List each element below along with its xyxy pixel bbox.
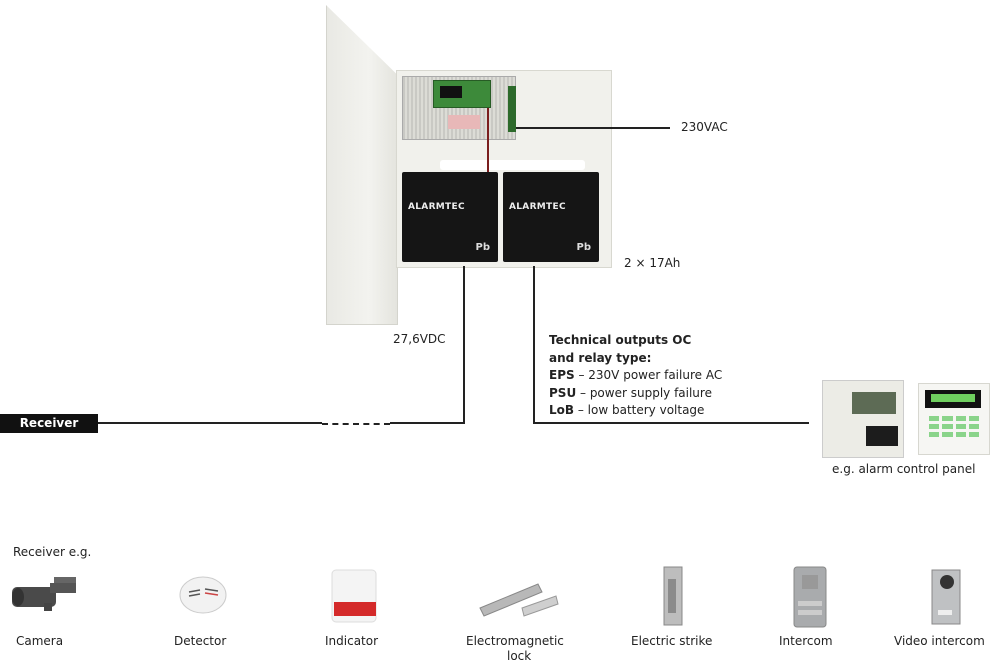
dc-line-dashed — [322, 423, 390, 425]
receiver-box: Receiver — [0, 414, 98, 433]
device-label-electric-strike: Electric strike — [631, 634, 713, 648]
video-intercom-icon — [931, 569, 961, 625]
alarm-panel-label: e.g. alarm control panel — [832, 462, 976, 476]
tech-line-horizontal — [533, 422, 809, 424]
output-eps: EPS – 230V power failure AC — [549, 368, 723, 382]
electromagnetic-lock-icon — [479, 583, 559, 617]
tech-line-vertical — [533, 266, 535, 424]
device-label-camera: Camera — [16, 634, 64, 648]
alarm-panel-battery — [866, 426, 898, 446]
device-label-electromagnetic-lock: Electromagnetic — [466, 634, 564, 648]
battery-1: ALARMTEC Pb — [402, 172, 498, 262]
battery-2: ALARMTEC Pb — [503, 172, 599, 262]
device-label-electromagnetic-lock-2: lock — [507, 649, 532, 663]
battery-capacity-label: 2 × 17Ah — [624, 256, 681, 270]
detector-icon — [179, 576, 227, 614]
ac-input-label: 230VAC — [681, 120, 728, 134]
dc-output-label: 27,6VDC — [393, 332, 446, 346]
keypad — [918, 383, 990, 455]
output-lob: LoB – low battery voltage — [549, 403, 705, 417]
technical-outputs: Technical outputs OC and relay type: EPS… — [549, 332, 722, 420]
terminal-block — [508, 86, 516, 132]
device-label-detector: Detector — [174, 634, 227, 648]
electric-strike-icon — [663, 566, 683, 626]
warning-label — [448, 115, 480, 129]
cable-slot — [440, 160, 585, 170]
enclosure-door — [326, 5, 398, 325]
dc-line-vertical — [463, 266, 465, 424]
device-label-video-intercom: Video intercom — [894, 634, 985, 648]
alarm-panel-board — [852, 392, 896, 414]
dc-line-right — [390, 422, 465, 424]
dc-line-left — [98, 422, 322, 424]
battery-wire — [487, 108, 489, 174]
output-psu: PSU – power supply failure — [549, 385, 712, 400]
ac-line — [516, 127, 670, 129]
indicator-icon — [331, 569, 377, 623]
camera-icon — [12, 577, 76, 611]
receiver-examples-label: Receiver e.g. — [13, 545, 92, 559]
intercom-icon — [793, 566, 827, 628]
device-label-indicator: Indicator — [325, 634, 379, 648]
control-board — [433, 80, 491, 108]
device-label-intercom: Intercom — [779, 634, 833, 648]
